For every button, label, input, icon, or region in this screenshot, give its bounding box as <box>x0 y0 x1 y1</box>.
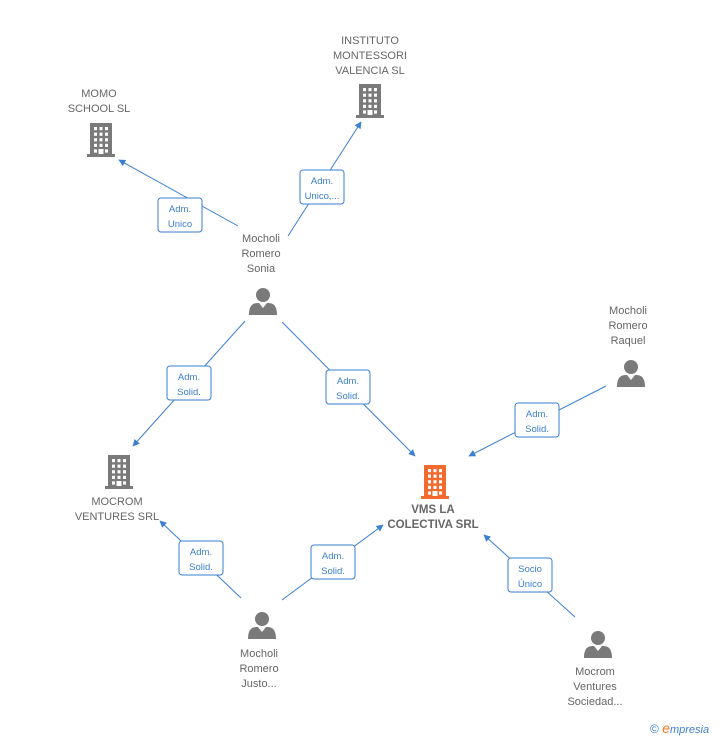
edge-label-text: Adm. <box>190 547 212 558</box>
building-icon <box>356 84 384 118</box>
node-label-line: MONTESSORI <box>333 50 407 62</box>
node-label-line: Mocholi <box>240 648 278 660</box>
edge-label-text: Único <box>518 579 542 590</box>
node-label-line: MOCROM <box>91 496 142 508</box>
edge-label-text: Solid. <box>525 424 549 435</box>
building-icon <box>87 123 115 157</box>
building-icon <box>105 455 133 489</box>
edge-label-text: Adm. <box>178 372 200 383</box>
edge-label-box[interactable] <box>514 402 560 438</box>
edge-sonia-vms: Adm. Solid. <box>281 321 416 457</box>
edge-sonia-momo: Adm. Unico <box>118 159 239 233</box>
edge-label-box[interactable] <box>507 557 553 593</box>
node-label-line: Romero <box>241 248 280 260</box>
node-label-line: Mocholi <box>242 233 280 245</box>
edge-label-text: Socio <box>518 564 542 575</box>
edge-label-text: Solid. <box>177 387 201 398</box>
edges-layer: Adm.UnicoAdm.Unico,...Adm.Solid.Adm.Soli… <box>118 121 607 618</box>
person-icon <box>249 288 277 315</box>
node-label-line: Romero <box>608 320 647 332</box>
node-label-line: Raquel <box>611 335 646 347</box>
node-label-line: SCHOOL SL <box>68 103 131 115</box>
node-label-line: VENTURES SRL <box>75 511 159 523</box>
node-label-line: MOMO <box>81 88 117 100</box>
edge-label-text: Solid. <box>336 391 360 402</box>
footer-brand: © empresia <box>650 720 709 736</box>
edge-label-box[interactable] <box>299 169 345 205</box>
edge-label-box[interactable] <box>178 540 224 576</box>
node-justo[interactable]: MocholiRomeroJusto... <box>239 612 279 690</box>
brand-logo-e: e <box>662 720 670 736</box>
node-label-line: COLECTIVA SRL <box>387 519 478 531</box>
edge-label-text: Unico,... <box>305 191 340 202</box>
edge-label-box[interactable] <box>157 197 203 233</box>
edge-label-text: Solid. <box>321 566 345 577</box>
edge-label-text: Adm. <box>322 551 344 562</box>
edge-justo-vms: Adm. Solid. <box>281 524 384 601</box>
edge-label-text: Adm. <box>337 376 359 387</box>
node-label-line: Sonia <box>247 263 276 275</box>
edge-label-text: Adm. <box>311 176 333 187</box>
node-momo[interactable]: MOMO SCHOOL SL <box>68 88 131 157</box>
nodes-layer: MOMO SCHOOL SL INSTITUTO MONTESSORI VALENCIA… <box>68 35 648 708</box>
node-label-line: VMS LA <box>411 504 454 516</box>
edge-label-box[interactable] <box>166 365 212 401</box>
brand-logo-text: mpresia <box>669 724 710 736</box>
edge-label-text: Adm. <box>169 204 191 215</box>
edge-label-text: Adm. <box>526 409 548 420</box>
node-label-line: Justo... <box>241 678 276 690</box>
person-icon <box>584 631 612 658</box>
node-label-line: Sociedad... <box>567 696 622 708</box>
node-label-line: Mocholi <box>609 305 647 317</box>
edge-sonia-mocrom: Adm. Solid. <box>132 320 246 447</box>
node-montessori[interactable]: INSTITUTO MONTESSORI VALENCIA SL <box>333 35 407 118</box>
edge-label-box[interactable] <box>310 544 356 580</box>
person-icon <box>617 360 645 387</box>
building-icon <box>421 465 449 499</box>
copyright-symbol: © <box>650 722 659 736</box>
edge-label-text: Solid. <box>189 562 213 573</box>
node-label-line: INSTITUTO <box>341 35 399 47</box>
edge-label-text: Unico <box>168 219 192 230</box>
edge-label-box[interactable] <box>325 369 371 405</box>
node-label-line: Romero <box>239 663 278 675</box>
edge-arrow <box>118 159 239 227</box>
node-mocrom[interactable]: MOCROM VENTURES SRL <box>75 455 159 523</box>
node-label-line: Mocrom <box>575 666 615 678</box>
edge-justo-mocrom: Adm. Solid. <box>159 520 242 599</box>
node-vms[interactable]: VMS LA COLECTIVA SRL <box>387 465 479 531</box>
edge-sonia-montessori: Adm. Unico,... <box>287 121 362 237</box>
person-icon <box>248 612 276 639</box>
node-label-line: VALENCIA SL <box>335 65 405 77</box>
node-label-line: Ventures <box>573 681 617 693</box>
edge-raquel-vms: Adm. Solid. <box>468 385 607 457</box>
node-sociedad[interactable]: MocromVenturesSociedad... <box>567 631 623 708</box>
